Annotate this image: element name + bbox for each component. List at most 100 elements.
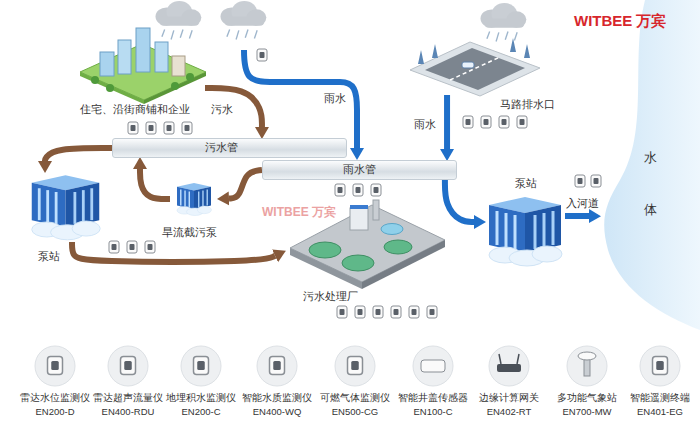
model-number: EN200-D xyxy=(35,406,74,418)
device-icon-ground xyxy=(567,346,607,386)
device-card: 雷达水位监测仪EN200-D xyxy=(33,345,77,387)
device-icon-ground xyxy=(35,346,75,386)
sensor-icon xyxy=(591,175,601,187)
river: 水体 xyxy=(600,0,700,330)
sensor-icon xyxy=(337,306,347,318)
pump-station: 泵站 xyxy=(485,195,565,267)
sensor-icon xyxy=(145,241,155,253)
flow-label: 污水 xyxy=(211,103,233,117)
device-icon-ground xyxy=(108,346,148,386)
road-marking xyxy=(450,57,500,80)
model-number: EN500-CG xyxy=(332,406,378,418)
model-number: EN100-C xyxy=(413,406,452,418)
rain-pipe: 雨水管 xyxy=(262,160,457,180)
device-card: 智能水质监测仪EN400-WQ xyxy=(255,345,299,387)
device-icon xyxy=(194,357,209,375)
sensor-icon xyxy=(517,116,527,128)
device-icon-ground xyxy=(257,346,297,386)
device-card: 地埋积水监测仪EN200-C xyxy=(179,345,223,387)
tree xyxy=(510,38,516,52)
device-card: 多功能气象站EN700-MW xyxy=(565,345,609,387)
node-label: 污水处理厂 xyxy=(303,290,358,304)
rain-cloud xyxy=(221,1,267,40)
device-icon xyxy=(270,357,285,375)
device-icon-ground xyxy=(489,346,529,386)
building xyxy=(155,42,168,72)
device-name: 智能遥测终端 xyxy=(630,392,690,404)
device-icon xyxy=(578,352,596,360)
device-icon-ground xyxy=(640,346,680,386)
flow-label: 雨水 xyxy=(324,92,346,106)
residential-ground xyxy=(80,72,144,104)
sensor-icon xyxy=(257,49,267,61)
pump-station-picture xyxy=(489,197,562,266)
flow-arrow xyxy=(565,213,589,219)
device-name: 雷达水位监测仪 xyxy=(20,392,90,404)
sensor-icon xyxy=(391,306,401,318)
device-icon xyxy=(48,357,63,375)
sensor-icon xyxy=(146,122,156,134)
device-icon xyxy=(121,357,136,375)
sensor-icon xyxy=(371,184,381,196)
model-number: EN200-C xyxy=(181,406,220,418)
device-name: 可燃气体监测仪 xyxy=(320,392,390,404)
node-label: 住宅、沿街商铺和企业 xyxy=(80,103,190,117)
river-water xyxy=(604,0,700,330)
road xyxy=(425,48,525,90)
device-card: 边缘计算网关EN402-RT xyxy=(487,345,531,387)
tank xyxy=(342,255,374,271)
sensor-icon xyxy=(109,241,119,253)
chimney xyxy=(373,200,379,220)
device-name: 多功能气象站 xyxy=(557,392,617,404)
interception-pump-picture xyxy=(177,183,211,216)
residential-area: 住宅、沿街商铺和企业 xyxy=(80,35,205,100)
device-name: 地埋积水监测仪 xyxy=(166,392,236,404)
model-number: EN401-EG xyxy=(637,406,683,418)
plant-platform xyxy=(362,240,445,289)
sensor-icon xyxy=(127,241,137,253)
device-icon xyxy=(653,357,668,375)
flow-arrow xyxy=(229,170,262,199)
rain-cloud xyxy=(481,3,527,42)
node-label: 泵站 xyxy=(515,177,537,191)
building xyxy=(172,56,185,76)
device-icon-ground xyxy=(413,346,453,386)
sensor-icon xyxy=(575,175,585,187)
node-label: 泵站 xyxy=(38,250,60,264)
device-card: 雷达超声流量仪EN400-RDU xyxy=(106,345,150,387)
sensor-icon xyxy=(182,122,192,134)
device-icon-ground xyxy=(335,346,375,386)
flow-arrow xyxy=(140,169,170,199)
sensor-icon xyxy=(355,306,365,318)
plant-building xyxy=(350,205,368,209)
device-name: 智能井盖传感器 xyxy=(398,392,468,404)
rain-flow xyxy=(244,50,357,148)
device-icon xyxy=(517,354,519,364)
car xyxy=(462,62,474,68)
road-ground xyxy=(410,42,540,96)
model-number: EN402-RT xyxy=(487,406,532,418)
flow-arrow xyxy=(45,148,112,161)
device-name: 雷达超声流量仪 xyxy=(93,392,163,404)
sensor-icon xyxy=(499,116,509,128)
node-label: 马路排水口 xyxy=(500,98,555,112)
device-card: 智能遥测终端EN401-EG xyxy=(638,345,682,387)
device-card: 智能井盖传感器EN100-C xyxy=(411,345,455,387)
road-drain: 马路排水口 xyxy=(410,40,540,95)
tree xyxy=(418,50,424,64)
sensor-icon xyxy=(373,306,383,318)
node-label: 旱流截污泵 xyxy=(162,226,217,240)
pump-station: 泵站 xyxy=(28,172,103,242)
device-name: 智能水质监测仪 xyxy=(242,392,312,404)
tank xyxy=(309,242,341,258)
flow-arrow xyxy=(72,242,275,262)
flow-label: 入河道 xyxy=(566,197,599,211)
model-number: EN400-WQ xyxy=(253,406,302,418)
rain-cloud xyxy=(156,1,202,40)
device-icon-ground xyxy=(181,346,221,386)
residential-ground xyxy=(144,72,206,104)
node-label: 水 xyxy=(644,150,657,166)
building xyxy=(118,40,131,74)
